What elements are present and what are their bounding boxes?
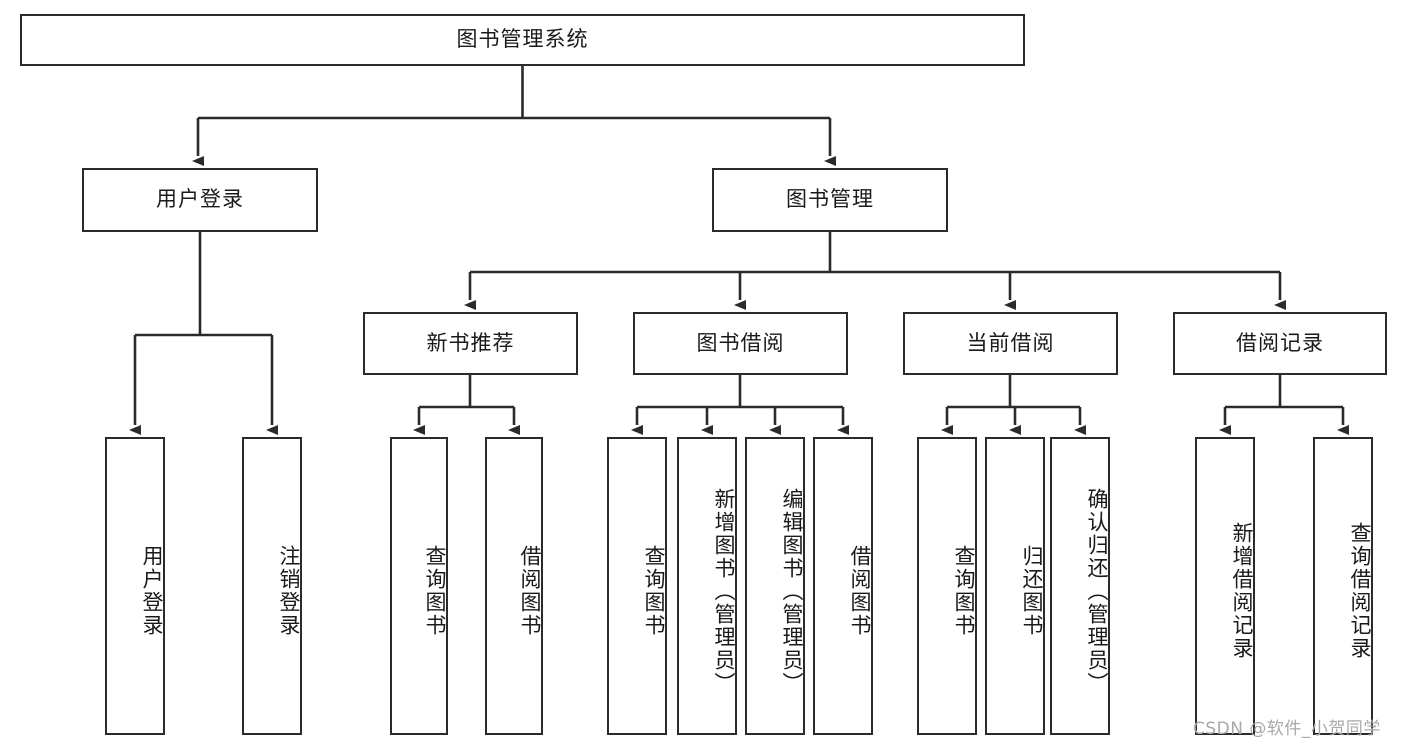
node-root[interactable]: 图书管理系统 <box>20 14 1025 66</box>
node-book-manage-label: 图书管理 <box>786 187 874 212</box>
node-new-book-rec[interactable]: 新书推荐 <box>363 312 578 375</box>
node-leaf-return-book-label: 归还图书 <box>1020 545 1044 637</box>
node-borrow-record[interactable]: 借阅记录 <box>1173 312 1387 375</box>
node-leaf-user-login-label: 用户登录 <box>140 545 164 637</box>
node-borrow-record-label: 借阅记录 <box>1236 330 1324 355</box>
node-leaf-query-book-2[interactable]: 查询图书 <box>607 437 667 735</box>
node-leaf-user-login[interactable]: 用户登录 <box>105 437 165 735</box>
node-leaf-add-record-label: 新增借阅记录 <box>1230 522 1254 660</box>
node-book-manage[interactable]: 图书管理 <box>712 168 948 232</box>
node-leaf-add-book-label: 新增图书（管理员） <box>712 487 736 695</box>
node-leaf-query-book-1[interactable]: 查询图书 <box>390 437 448 735</box>
node-leaf-edit-book-label: 编辑图书（管理员） <box>780 487 804 695</box>
node-leaf-query-record-label: 查询借阅记录 <box>1348 522 1372 660</box>
node-leaf-borrow-book-2-label: 借阅图书 <box>848 545 872 637</box>
node-user-login-label: 用户登录 <box>156 187 244 212</box>
node-leaf-query-book-1-label: 查询图书 <box>423 545 447 637</box>
node-root-label: 图书管理系统 <box>456 27 589 52</box>
node-current-borrow[interactable]: 当前借阅 <box>903 312 1118 375</box>
node-new-book-rec-label: 新书推荐 <box>426 330 515 355</box>
node-leaf-return-book[interactable]: 归还图书 <box>985 437 1045 735</box>
node-leaf-edit-book[interactable]: 编辑图书（管理员） <box>745 437 805 735</box>
node-leaf-borrow-book-2[interactable]: 借阅图书 <box>813 437 873 735</box>
node-leaf-query-book-2-label: 查询图书 <box>642 545 666 637</box>
node-leaf-user-logout-label: 注销登录 <box>277 545 301 637</box>
node-leaf-add-record[interactable]: 新增借阅记录 <box>1195 437 1255 735</box>
node-leaf-borrow-book-1[interactable]: 借阅图书 <box>485 437 543 735</box>
node-leaf-query-book-3[interactable]: 查询图书 <box>917 437 977 735</box>
csdn-watermark: CSDN @软件_小贺同学 <box>1193 719 1381 739</box>
node-leaf-confirm-return[interactable]: 确认归还（管理员） <box>1050 437 1110 735</box>
node-user-login[interactable]: 用户登录 <box>82 168 318 232</box>
node-leaf-query-book-3-label: 查询图书 <box>952 545 976 637</box>
node-book-borrow[interactable]: 图书借阅 <box>633 312 848 375</box>
node-current-borrow-label: 当前借阅 <box>966 330 1055 355</box>
node-book-borrow-label: 图书借阅 <box>696 330 785 355</box>
node-leaf-add-book[interactable]: 新增图书（管理员） <box>677 437 737 735</box>
node-leaf-query-record[interactable]: 查询借阅记录 <box>1313 437 1373 735</box>
node-leaf-confirm-return-label: 确认归还（管理员） <box>1085 487 1109 695</box>
node-leaf-borrow-book-1-label: 借阅图书 <box>518 545 542 637</box>
node-leaf-user-logout[interactable]: 注销登录 <box>242 437 302 735</box>
